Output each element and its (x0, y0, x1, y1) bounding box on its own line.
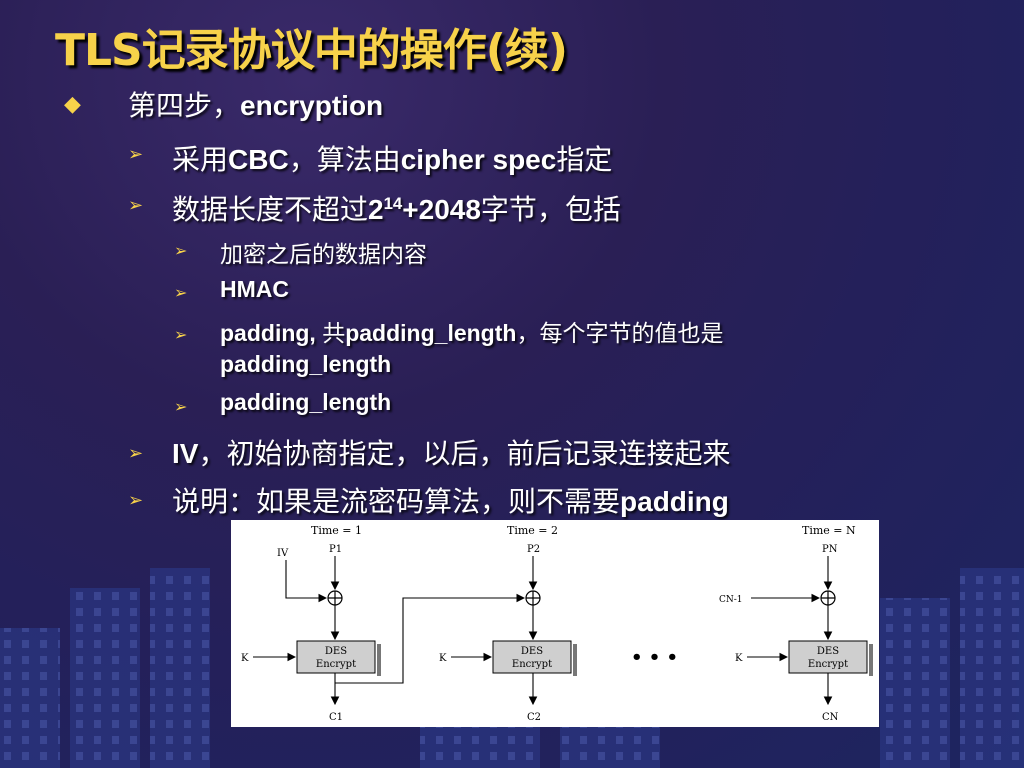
bullet-data-length-text-1: 数据长度不超过 (172, 193, 369, 226)
bullet-cbc-text-2: ，算法由 (288, 143, 401, 176)
output-label-c1: C1 (329, 712, 343, 723)
bullet-iv-bold: IV (172, 438, 199, 469)
des-block-n-line2: Encrypt (808, 659, 848, 670)
cbc-diagram-svg: Time = 1 Time = 2 Time = N P1 P2 PN IV C… (241, 524, 873, 723)
des-block-n-line1: DES (817, 646, 839, 657)
bullet-cbc-bold-1: CBC (228, 144, 289, 175)
input-label-pn: PN (822, 544, 838, 555)
des-block-1-line2: Encrypt (316, 659, 356, 670)
bullet-padding-length: padding_length (220, 389, 392, 415)
bullet-stream-cipher-note: 说明：如果是流密码算法，则不需要padding (172, 480, 729, 520)
arrow-bullet-icon: ➢ (174, 325, 188, 344)
des-block-n: DES Encrypt (788, 640, 873, 676)
bullet-padding-text-2: 共 (322, 321, 346, 347)
bullet-data-length-bold-2: +2048 (402, 194, 481, 225)
input-label-p1: P1 (329, 544, 342, 555)
iv-label: IV (277, 548, 289, 559)
bullet-data-length-exponent: 14 (383, 193, 403, 213)
des-block-1-line1: DES (325, 646, 347, 657)
des-block-2-line1: DES (521, 646, 543, 657)
bullet-iv: IV，初始协商指定，以后，前后记录连接起来 (172, 432, 730, 472)
key-label-1: K (241, 653, 249, 664)
bullet-hmac: HMAC (220, 276, 289, 302)
key-label-2: K (439, 653, 447, 664)
time-label-1: Time = 1 (311, 524, 362, 537)
bullet-iv-text: ，初始协商指定，以后，前后记录连接起来 (198, 437, 731, 470)
bullet-step-four: 第四步，encryption (128, 84, 383, 124)
arrow-bullet-icon: ➢ (174, 241, 188, 260)
arrow-bullet-icon: ➢ (174, 397, 188, 416)
bullet-padding-text-3: padding_length (345, 320, 517, 346)
des-block-1: DES Encrypt (296, 640, 381, 676)
bullet-cbc-text-3: 指定 (556, 143, 613, 176)
des-block-2: DES Encrypt (492, 640, 577, 676)
bullet-data-length: 数据长度不超过214+2048字节，包括 (172, 188, 621, 228)
slide-title: TLS记录协议中的操作(续) (55, 25, 568, 76)
diagram-ellipsis: • • • (631, 647, 678, 668)
bullet-cbc-text-1: 采用 (172, 143, 229, 176)
city-skyline-background (0, 568, 1024, 768)
arrow-bullet-icon: ➢ (128, 195, 144, 216)
diamond-bullet-icon: ◆ (64, 92, 81, 117)
bullet-encrypted-content: 加密之后的数据内容 (220, 242, 427, 268)
bullet-note-bold: padding (620, 486, 729, 517)
output-label-cn: CN (822, 712, 839, 723)
arrow-bullet-icon: ➢ (174, 283, 188, 302)
output-label-c2: C2 (527, 712, 541, 723)
bullet-note-text: 说明：如果是流密码算法，则不需要 (172, 485, 621, 518)
input-label-p2: P2 (527, 544, 540, 555)
bullet-padding: padding, 共padding_length，每个字节的值也是 paddin… (220, 318, 723, 379)
time-label-n: Time = N (802, 524, 856, 537)
chain-input-label: CN-1 (719, 595, 743, 605)
arrow-bullet-icon: ➢ (128, 490, 144, 511)
arrow-bullet-icon: ➢ (128, 443, 144, 464)
bullet-data-length-text-2: 字节，包括 (480, 193, 621, 226)
key-label-n: K (735, 653, 743, 664)
bullet-cbc: 采用CBC，算法由cipher spec指定 (172, 138, 612, 178)
bullet-padding-text-4: ，每个字节的值也是 (516, 321, 724, 347)
bullet-padding-text-5: padding_length (220, 351, 392, 377)
time-label-2: Time = 2 (507, 524, 558, 537)
arrow-bullet-icon: ➢ (128, 144, 144, 165)
des-block-2-line2: Encrypt (512, 659, 552, 670)
bullet-padding-text-1: padding, (220, 320, 323, 346)
bullet-step-four-keyword: encryption (240, 90, 384, 121)
bullet-data-length-base: 2 (368, 194, 384, 225)
bullet-cbc-bold-2: cipher spec (400, 144, 557, 175)
cbc-encryption-diagram: Time = 1 Time = 2 Time = N P1 P2 PN IV C… (231, 520, 879, 727)
bullet-step-four-prefix: 第四步， (128, 89, 241, 122)
